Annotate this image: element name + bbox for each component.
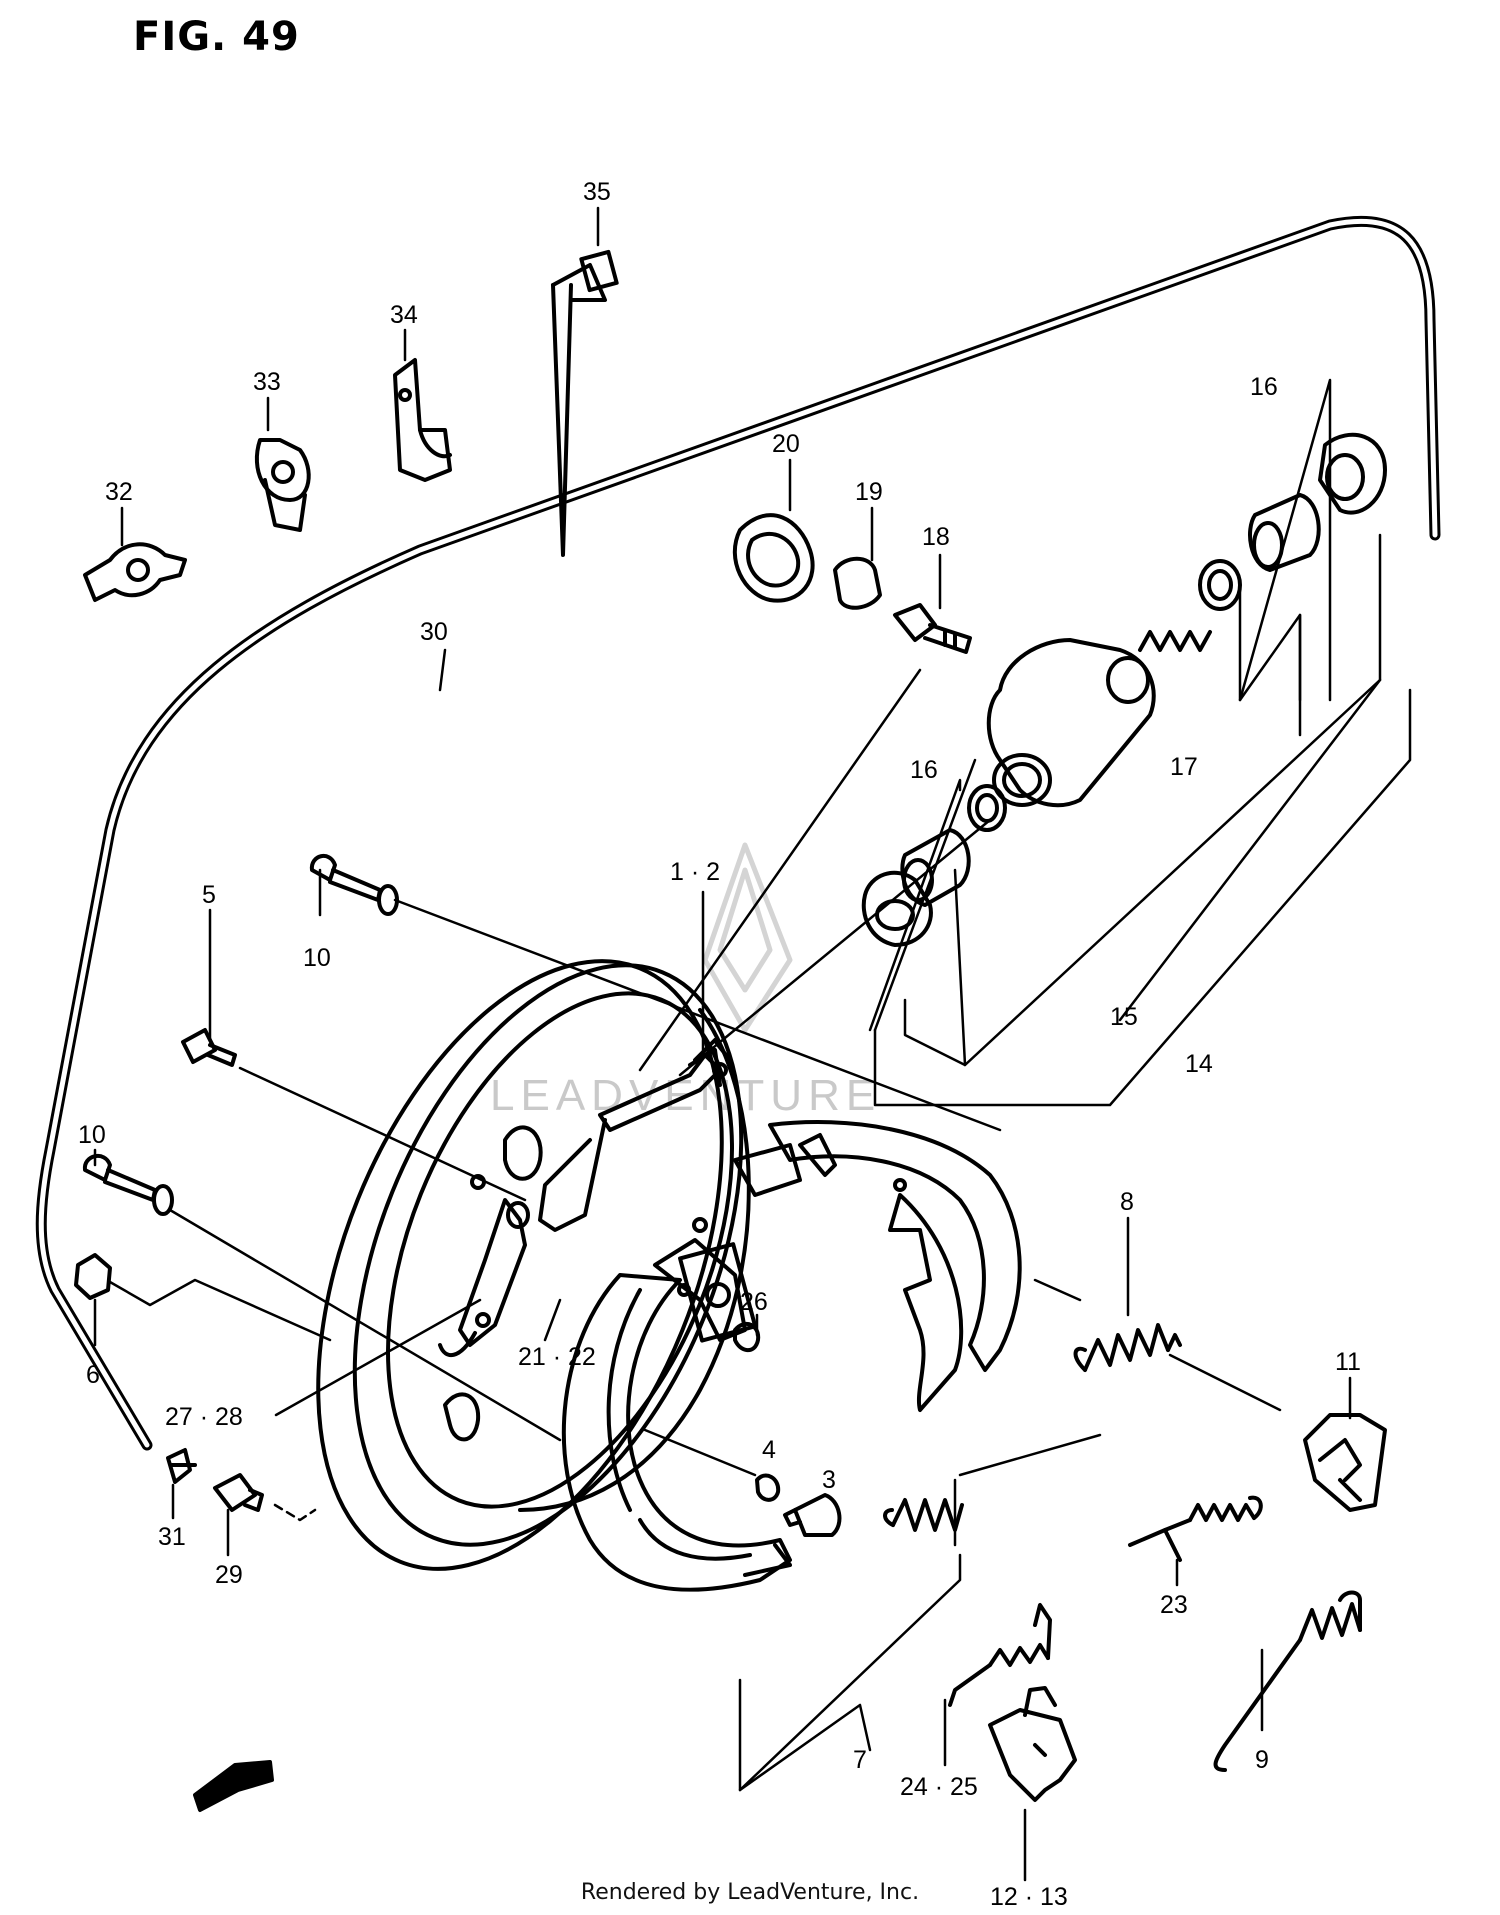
brake-shoe-front: [733, 1120, 1022, 1412]
leader-lines: [93, 206, 1352, 1557]
callout-18: 18: [922, 523, 950, 551]
callout-6: 6: [86, 1361, 100, 1389]
bleeder-screw: [893, 603, 972, 654]
shoe-hold-pin: [733, 1321, 761, 1353]
adjuster-spring: [1128, 1495, 1263, 1587]
hold-down-spring: [943, 1603, 1052, 1767]
callout-1-2: 1 · 2: [670, 858, 720, 886]
union-bolt-29: [213, 1473, 317, 1522]
cylinder-spring: [1138, 630, 1212, 652]
assembly-brackets: [638, 378, 1412, 1107]
parking-return-spring: [1213, 1590, 1362, 1772]
callout-14: 14: [1185, 1050, 1213, 1078]
callout-8: 8: [1120, 1188, 1134, 1216]
callout-31: 31: [158, 1523, 186, 1551]
backing-plate: [316, 959, 751, 1571]
figure-title: FIG. 49: [133, 14, 300, 60]
hose-clip-31: [166, 1448, 197, 1484]
parking-lever: [538, 1038, 732, 1232]
bleeder-cap: [833, 556, 882, 610]
callout-19: 19: [855, 478, 883, 506]
callout-15: 15: [1110, 1003, 1138, 1031]
bolt-10-lower: [82, 1154, 562, 1442]
hold-down-pin: [643, 1428, 842, 1537]
callout-17: 17: [1170, 753, 1198, 781]
hose-bracket: [393, 358, 452, 482]
callout-34: 34: [390, 301, 418, 329]
callout-labels: 35 34 33 32 30 20 19 18 16 17 16 1 · 2 1…: [78, 178, 1361, 1911]
return-spring-upper: [1033, 1278, 1282, 1412]
front-arrow-icon: [193, 1760, 274, 1812]
shoe-adjuster: [988, 1686, 1077, 1882]
callout-26: 26: [740, 1288, 768, 1316]
callout-12-13: 12 · 13: [990, 1883, 1068, 1911]
boot-upper: [1318, 432, 1387, 515]
brake-shoe-rear: [561, 1238, 792, 1592]
callout-10-lower: 10: [78, 1121, 106, 1149]
boot-lower: [861, 870, 933, 947]
piston-cup-upper: [1198, 559, 1242, 611]
callout-20: 20: [772, 430, 800, 458]
adjuster-clip: [1303, 1413, 1387, 1512]
callout-11: 11: [1335, 1348, 1361, 1376]
watermark-logo: [702, 842, 793, 1033]
callout-33: 33: [253, 368, 281, 396]
callout-16-lower: 16: [910, 756, 938, 784]
callout-27-28: 27 · 28: [165, 1403, 243, 1431]
callout-10-upper: 10: [303, 944, 331, 972]
callout-5: 5: [202, 881, 216, 909]
callout-16-upper: 16: [1250, 373, 1278, 401]
return-spring-lower: [883, 1498, 964, 1532]
callout-30: 30: [420, 618, 448, 646]
callout-35: 35: [583, 178, 611, 206]
bolt-10-upper: [309, 854, 1002, 1132]
callout-29: 29: [215, 1561, 243, 1589]
callout-24-25: 24 · 25: [900, 1773, 978, 1801]
callout-9: 9: [1255, 1746, 1269, 1774]
callout-7: 7: [853, 1746, 867, 1774]
wheel-cylinder: [986, 638, 1156, 808]
piston-upper: [1248, 493, 1321, 572]
callout-3: 3: [822, 1466, 836, 1494]
shoe-bracket: [738, 1433, 1102, 1792]
callout-32: 32: [105, 478, 133, 506]
hose-clip: [254, 438, 311, 532]
callout-4: 4: [762, 1436, 776, 1464]
retainer-washer: [755, 1473, 781, 1502]
hose-clip-small: [83, 542, 187, 602]
hose-clamp-pin: [551, 249, 619, 557]
dust-boot: [732, 513, 815, 603]
parking-strut: [438, 1198, 530, 1357]
callout-23: 23: [1160, 1591, 1188, 1619]
callout-21-22: 21 · 22: [518, 1343, 596, 1371]
nut-6: [74, 1253, 332, 1342]
render-credit: Rendered by LeadVenture, Inc.: [580, 1880, 920, 1905]
